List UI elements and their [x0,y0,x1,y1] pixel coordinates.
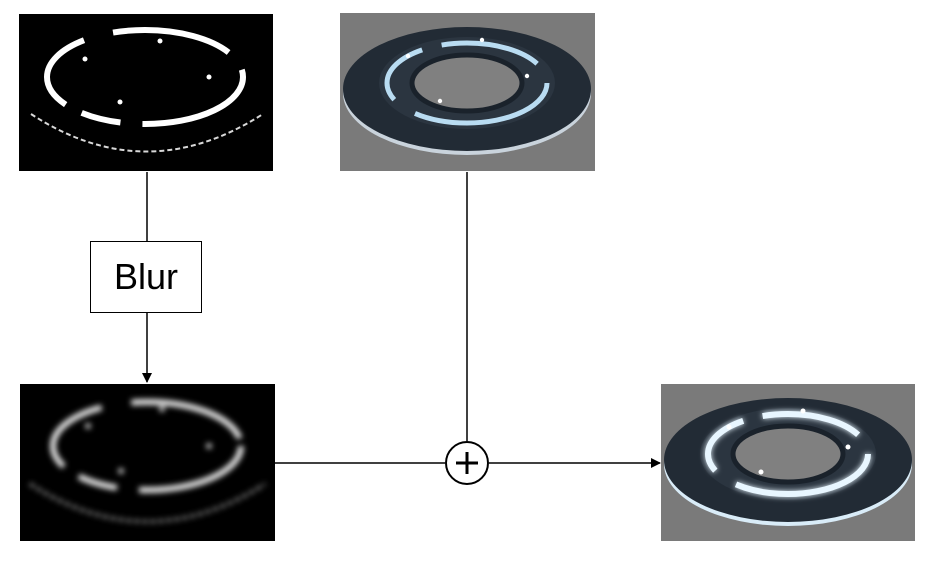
final-composite-image [661,384,915,541]
plus-glyph [456,452,478,474]
glow-mask-image [19,14,273,171]
circled-plus-icon [445,441,489,485]
glow-mask-panel [19,14,273,171]
blur-step-box: Blur [90,241,202,313]
blurred-mask-image [20,384,275,541]
base-render-image [340,13,595,171]
blur-label: Blur [113,256,179,297]
blurred-mask-panel [20,384,275,541]
final-composite-panel [661,384,915,541]
base-render-panel [340,13,595,171]
